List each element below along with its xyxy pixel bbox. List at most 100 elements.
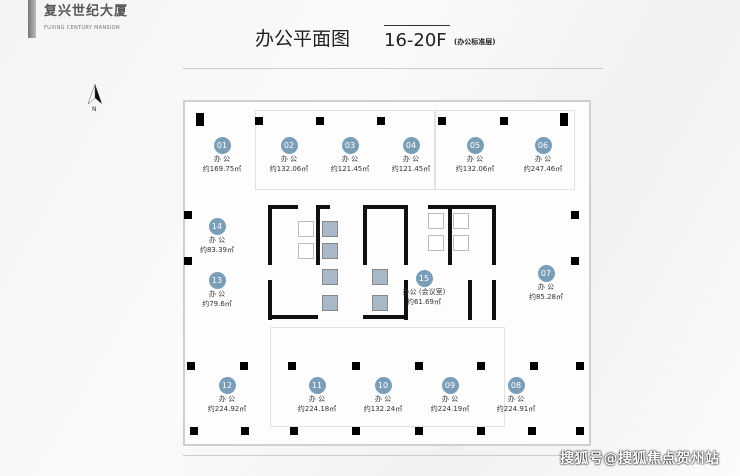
structural-column: [241, 427, 249, 435]
unit-number-badge: 08: [507, 377, 525, 394]
unit-area: 约85.28㎡: [528, 293, 564, 301]
structural-column: [477, 362, 485, 370]
structural-column: [190, 427, 198, 435]
unit-type: 办 公: [280, 155, 298, 163]
structural-column: [184, 257, 192, 265]
unit-number-badge: 04: [402, 137, 420, 154]
structural-column: [352, 362, 360, 370]
unit-area: 约83.39㎡: [199, 246, 235, 254]
structural-column: [377, 117, 385, 125]
unit-area: 约121.45㎡: [391, 165, 431, 173]
structural-column: [290, 427, 298, 435]
unit-area: 约132.06㎡: [269, 165, 309, 173]
unit-area: 约224.91㎡: [496, 405, 536, 413]
logo-name: 复兴世纪大厦: [44, 4, 129, 19]
unit-number-badge: 11: [308, 377, 326, 394]
unit-type: 办 公: [534, 155, 552, 163]
floor-range: 16-20F: [384, 30, 447, 51]
unit-type: 办 公: [208, 290, 226, 298]
unit-number-badge: 03: [341, 137, 359, 154]
unit-type: 办 公: [466, 155, 484, 163]
room-partition: [270, 327, 505, 427]
dimension-line-bottom: [183, 455, 583, 456]
unit-number-badge: 05: [466, 137, 484, 154]
logo-mark: [28, 0, 36, 38]
unit-type: 办 公: [537, 283, 555, 291]
unit-area: 约61.69㎡: [406, 298, 442, 306]
unit-area: 约121.45㎡: [330, 165, 370, 173]
unit-type: 办 公: [213, 155, 231, 163]
elevator: [322, 269, 338, 285]
elevator: [322, 221, 338, 237]
unit-number-badge: 10: [374, 377, 392, 394]
north-arrow-icon: [88, 84, 102, 104]
unit-number-badge: 15: [415, 270, 433, 287]
structural-column: [500, 117, 508, 125]
structural-column: [240, 362, 248, 370]
unit-type: 办 公: [374, 395, 392, 403]
building-core: [268, 205, 496, 320]
structural-column: [560, 113, 568, 126]
unit-type: 办 公: [308, 395, 326, 403]
unit-type: 办 公: [218, 395, 236, 403]
elevator: [372, 295, 388, 311]
structural-column: [196, 113, 204, 126]
unit-number-badge: 01: [213, 137, 231, 154]
elevator: [322, 243, 338, 259]
page-subtitle: (办公标准层): [454, 38, 496, 46]
unit-area: 约132.06㎡: [455, 165, 495, 173]
watermark: 搜狐号@搜狐焦点贺州站: [560, 451, 720, 467]
structural-column: [576, 427, 584, 435]
structural-column: [528, 427, 536, 435]
structural-column: [187, 362, 195, 370]
unit-area: 约132.24㎡: [363, 405, 403, 413]
elevator: [372, 269, 388, 285]
structural-column: [576, 362, 584, 370]
structural-column: [415, 362, 423, 370]
structural-column: [316, 117, 324, 125]
unit-type: 办 公: [208, 236, 226, 244]
structural-column: [477, 427, 485, 435]
room-partition: [435, 110, 575, 190]
structural-column: [530, 362, 538, 370]
unit-area: 约224.92㎡: [207, 405, 247, 413]
structural-column: [352, 427, 360, 435]
unit-type: 办公 (会议室): [402, 288, 446, 296]
unit-number-badge: 13: [208, 272, 226, 289]
unit-type: 办 公: [341, 155, 359, 163]
unit-number-badge: 09: [441, 377, 459, 394]
logo-english: FUXING CENTURY MANSION: [44, 25, 120, 31]
structural-column: [415, 427, 423, 435]
structural-column: [438, 117, 446, 125]
structural-column: [288, 362, 296, 370]
title-overline: [384, 25, 450, 26]
unit-type: 办 公: [441, 395, 459, 403]
elevator: [322, 295, 338, 311]
unit-area: 约247.46㎡: [523, 165, 563, 173]
north-label: N: [92, 106, 97, 113]
unit-number-badge: 14: [208, 218, 226, 235]
unit-area: 约169.75㎡: [202, 165, 242, 173]
unit-area: 约79.6㎡: [202, 300, 232, 308]
unit-area: 约224.19㎡: [430, 405, 470, 413]
page-title: 办公平面图: [255, 28, 351, 50]
unit-number-badge: 12: [218, 377, 236, 394]
unit-number-badge: 07: [537, 265, 555, 282]
room-partition: [255, 110, 435, 190]
unit-type: 办 公: [402, 155, 420, 163]
unit-number-badge: 02: [280, 137, 298, 154]
